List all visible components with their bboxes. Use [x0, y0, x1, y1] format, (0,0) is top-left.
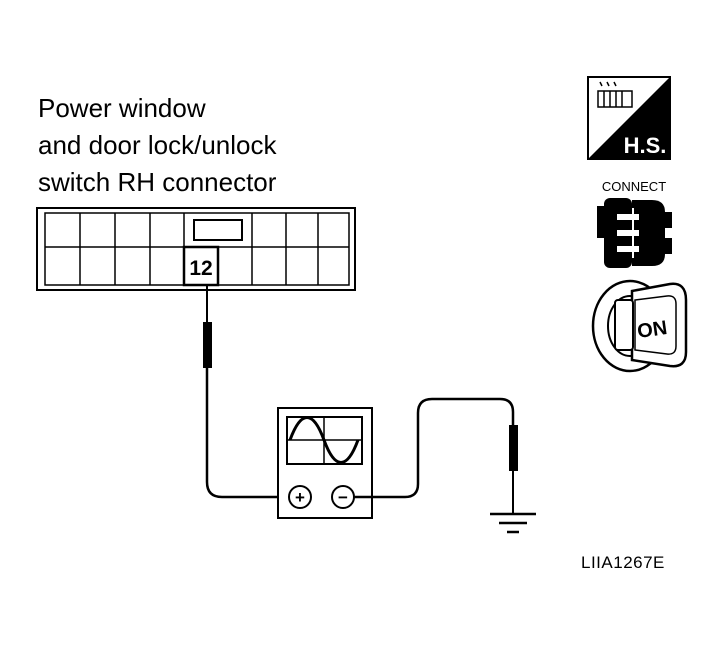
figure-code: LIIA1267E: [581, 553, 665, 572]
connect-label: CONNECT: [602, 179, 666, 194]
connector-title: Power window and door lock/unlock switch…: [38, 90, 276, 201]
plus-sign: +: [295, 488, 305, 507]
sine-wave-icon: [288, 416, 360, 464]
on-label: ON: [636, 317, 669, 343]
ignition-key-icon: [591, 279, 688, 373]
negative-probe: [354, 397, 518, 513]
positive-probe: [203, 285, 289, 499]
harness-side-icon: [587, 76, 671, 160]
connect-icon: [597, 198, 672, 268]
switch-connector: [36, 207, 356, 291]
title-line-1: Power window: [38, 93, 206, 123]
hs-label: H.S.: [624, 133, 667, 158]
plus-terminal: [288, 485, 312, 509]
ground-icon: [490, 512, 536, 534]
terminal-number: 12: [189, 257, 212, 280]
minus-sign: −: [338, 488, 348, 507]
title-line-3: switch RH connector: [38, 167, 277, 197]
title-line-2: and door lock/unlock: [38, 130, 277, 160]
multimeter: [277, 407, 373, 519]
